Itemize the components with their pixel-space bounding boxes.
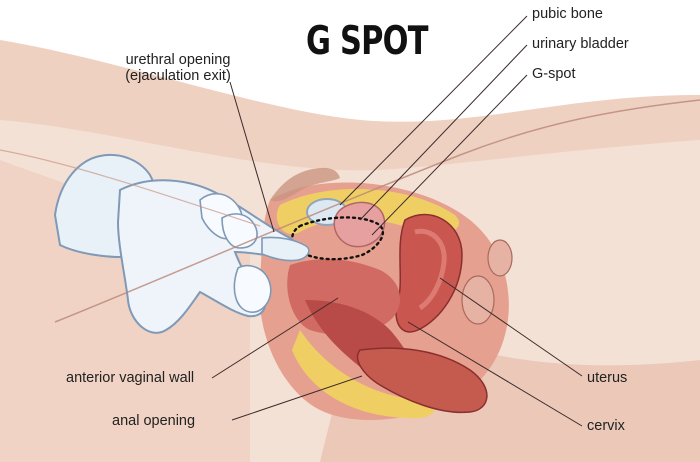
diagram-title: G SPOT	[306, 19, 428, 64]
label-anterior-vaginal-wall: anterior vaginal wall	[66, 370, 195, 386]
torso-contour	[0, 0, 700, 122]
leader-cervix	[407, 321, 583, 427]
uterus-highlight	[414, 228, 447, 311]
label-pubic-bone: pubic bone	[532, 6, 603, 22]
label-urethral-opening: urethral opening (ejaculation exit)	[108, 52, 248, 84]
label-uterus: uterus	[587, 370, 628, 386]
label-urinary-bladder: urinary bladder	[532, 36, 629, 52]
leader-pubic-bone	[339, 15, 528, 206]
uterus-shape	[395, 213, 463, 333]
torso-shading	[0, 40, 700, 171]
leader-urinary-bladder	[359, 44, 528, 221]
fat-lower	[292, 330, 435, 419]
label-urethral-opening-line2: (ejaculation exit)	[125, 68, 231, 84]
rectum-shape	[356, 347, 488, 414]
intestine-loop-2	[487, 239, 513, 277]
pubic-hair	[270, 167, 340, 202]
label-g-spot: G-spot	[532, 66, 576, 82]
label-anal-opening: anal opening	[112, 413, 196, 429]
leader-g-spot	[371, 74, 528, 236]
leader-anterior-wall	[211, 297, 339, 379]
leader-lines	[211, 15, 583, 427]
glove-insert-finger	[261, 236, 310, 262]
leader-anal-opening	[231, 375, 363, 421]
label-cervix: cervix	[587, 418, 625, 434]
abdomen-contour-line	[0, 149, 261, 227]
leader-uterus	[439, 277, 583, 377]
glove-finger-3	[233, 264, 272, 313]
label-urethral-opening-line1: urethral opening	[125, 52, 231, 68]
urinary-bladder-shape	[333, 201, 386, 248]
body-contour-line	[54, 99, 700, 323]
intestine-loop-1	[461, 275, 495, 325]
leader-urethral-opening	[229, 81, 275, 233]
